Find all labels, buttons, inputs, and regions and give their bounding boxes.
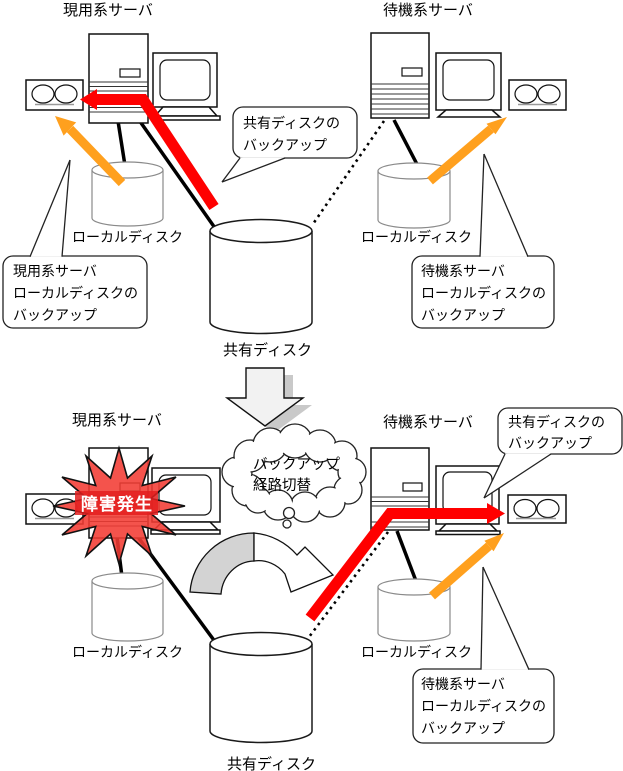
svg-text:経路切替: 経路切替: [253, 477, 311, 494]
local-disk-left-bottom-label: ローカルディスク: [72, 644, 183, 661]
callout-standby-local-backup-bottom: 待機系サーバ ローカルディスクの バックアップ: [412, 566, 555, 744]
shared-disk-backup-arrow-top: [80, 89, 219, 211]
standby-shareddisk-dotted-link-bottom: [304, 531, 390, 642]
callout-shared-backup-bottom: 共有ディスクの バックアップ: [483, 407, 623, 499]
tape-drive-icon-standby-top: [508, 79, 567, 111]
cable-standby-localdisk: [392, 119, 422, 171]
svg-text:バックアップ: バックアップ: [13, 308, 97, 324]
svg-text:共有ディスクの: 共有ディスクの: [508, 414, 605, 431]
failure-burst: 障害発生: [52, 445, 186, 567]
callout-standby-local-backup-top: 待機系サーバ ローカルディスクの バックアップ: [411, 153, 555, 329]
transition-down-arrow: [224, 367, 312, 433]
thought-bubble-dot: [282, 519, 292, 529]
backup-route-switch-cloud: バックアップ 経路切替: [221, 423, 367, 529]
tape-drive-icon-active-top: [25, 79, 84, 111]
svg-text:ローカルディスクの: ローカルディスクの: [421, 698, 546, 715]
svg-text:共有ディスクの: 共有ディスクの: [243, 115, 340, 132]
shared-disk-top: [209, 218, 313, 335]
tape-drive-icon-standby-bottom: [507, 494, 567, 524]
server-tower-icon-standby-top: [370, 32, 430, 119]
cable-standby-localdisk-bottom: [395, 530, 418, 582]
monitor-icon-active-top: [151, 52, 221, 121]
top-section: 現用系サーバ 待機系サーバ ローカルディスク ローカルディスク 共有ディスク: [2, 1, 567, 359]
callout-active-local-backup: 現用系サーバ ローカルディスクの バックアップ: [2, 159, 148, 329]
failure-label: 障害発生: [81, 494, 153, 515]
local-disk-left-bottom: [91, 572, 164, 642]
active-server-label-bottom: 現用系サーバ: [72, 411, 162, 429]
bottom-section: 現用系サーバ 待機系サーバ バックアップ: [25, 407, 623, 771]
down-arrow-icon: [224, 367, 306, 427]
active-server-label-top: 現用系サーバ: [63, 1, 153, 19]
shared-disk-backup-arrow-bottom: [305, 503, 505, 622]
monitor-icon-standby-top: [435, 52, 502, 118]
local-disk-right-top-label: ローカルディスク: [361, 229, 472, 246]
svg-text:待機系サーバ: 待機系サーバ: [421, 264, 505, 280]
svg-text:バックアップ: バックアップ: [508, 436, 592, 452]
standby-shareddisk-dotted-link: [311, 120, 386, 225]
local-disk-backup-arrow-standby-top: [427, 117, 507, 185]
monitor-icon-active-bottom: [150, 467, 221, 535]
svg-text:バックアップ: バックアップ: [421, 721, 505, 737]
local-disk-backup-arrow-standby-bottom: [429, 533, 504, 600]
svg-text:待機系サーバ: 待機系サーバ: [421, 677, 505, 693]
svg-text:ローカルディスクの: ローカルディスクの: [421, 285, 546, 302]
svg-text:バックアップ: バックアップ: [421, 308, 505, 324]
standby-server-label-top: 待機系サーバ: [383, 1, 473, 19]
server-tower-icon-active-top: [88, 33, 149, 124]
svg-text:バックアップ: バックアップ: [253, 456, 340, 473]
local-disk-right-bottom-label: ローカルディスク: [361, 644, 472, 661]
callout-shared-backup-top: 共有ディスクの バックアップ: [221, 106, 358, 183]
shared-disk-bottom: [209, 631, 313, 744]
shared-disk-top-label: 共有ディスク: [223, 341, 312, 359]
thought-bubble-dot: [282, 506, 296, 520]
route-switch-curved-arrow: [189, 532, 335, 595]
monitor-icon-standby-bottom: [435, 465, 501, 536]
cable-active-shareddisk: [137, 118, 217, 230]
shared-disk-bottom-label: 共有ディスク: [227, 755, 316, 771]
standby-server-label-bottom: 待機系サーバ: [383, 413, 473, 431]
local-disk-left-top: [91, 161, 164, 227]
local-disk-backup-arrow-active-top: [55, 116, 126, 187]
svg-text:バックアップ: バックアップ: [243, 138, 327, 154]
local-disk-left-top-label: ローカルディスク: [72, 229, 183, 246]
svg-text:ローカルディスクの: ローカルディスクの: [13, 285, 138, 302]
failure-band: [75, 491, 158, 515]
svg-text:現用系サーバ: 現用系サーバ: [13, 264, 97, 280]
